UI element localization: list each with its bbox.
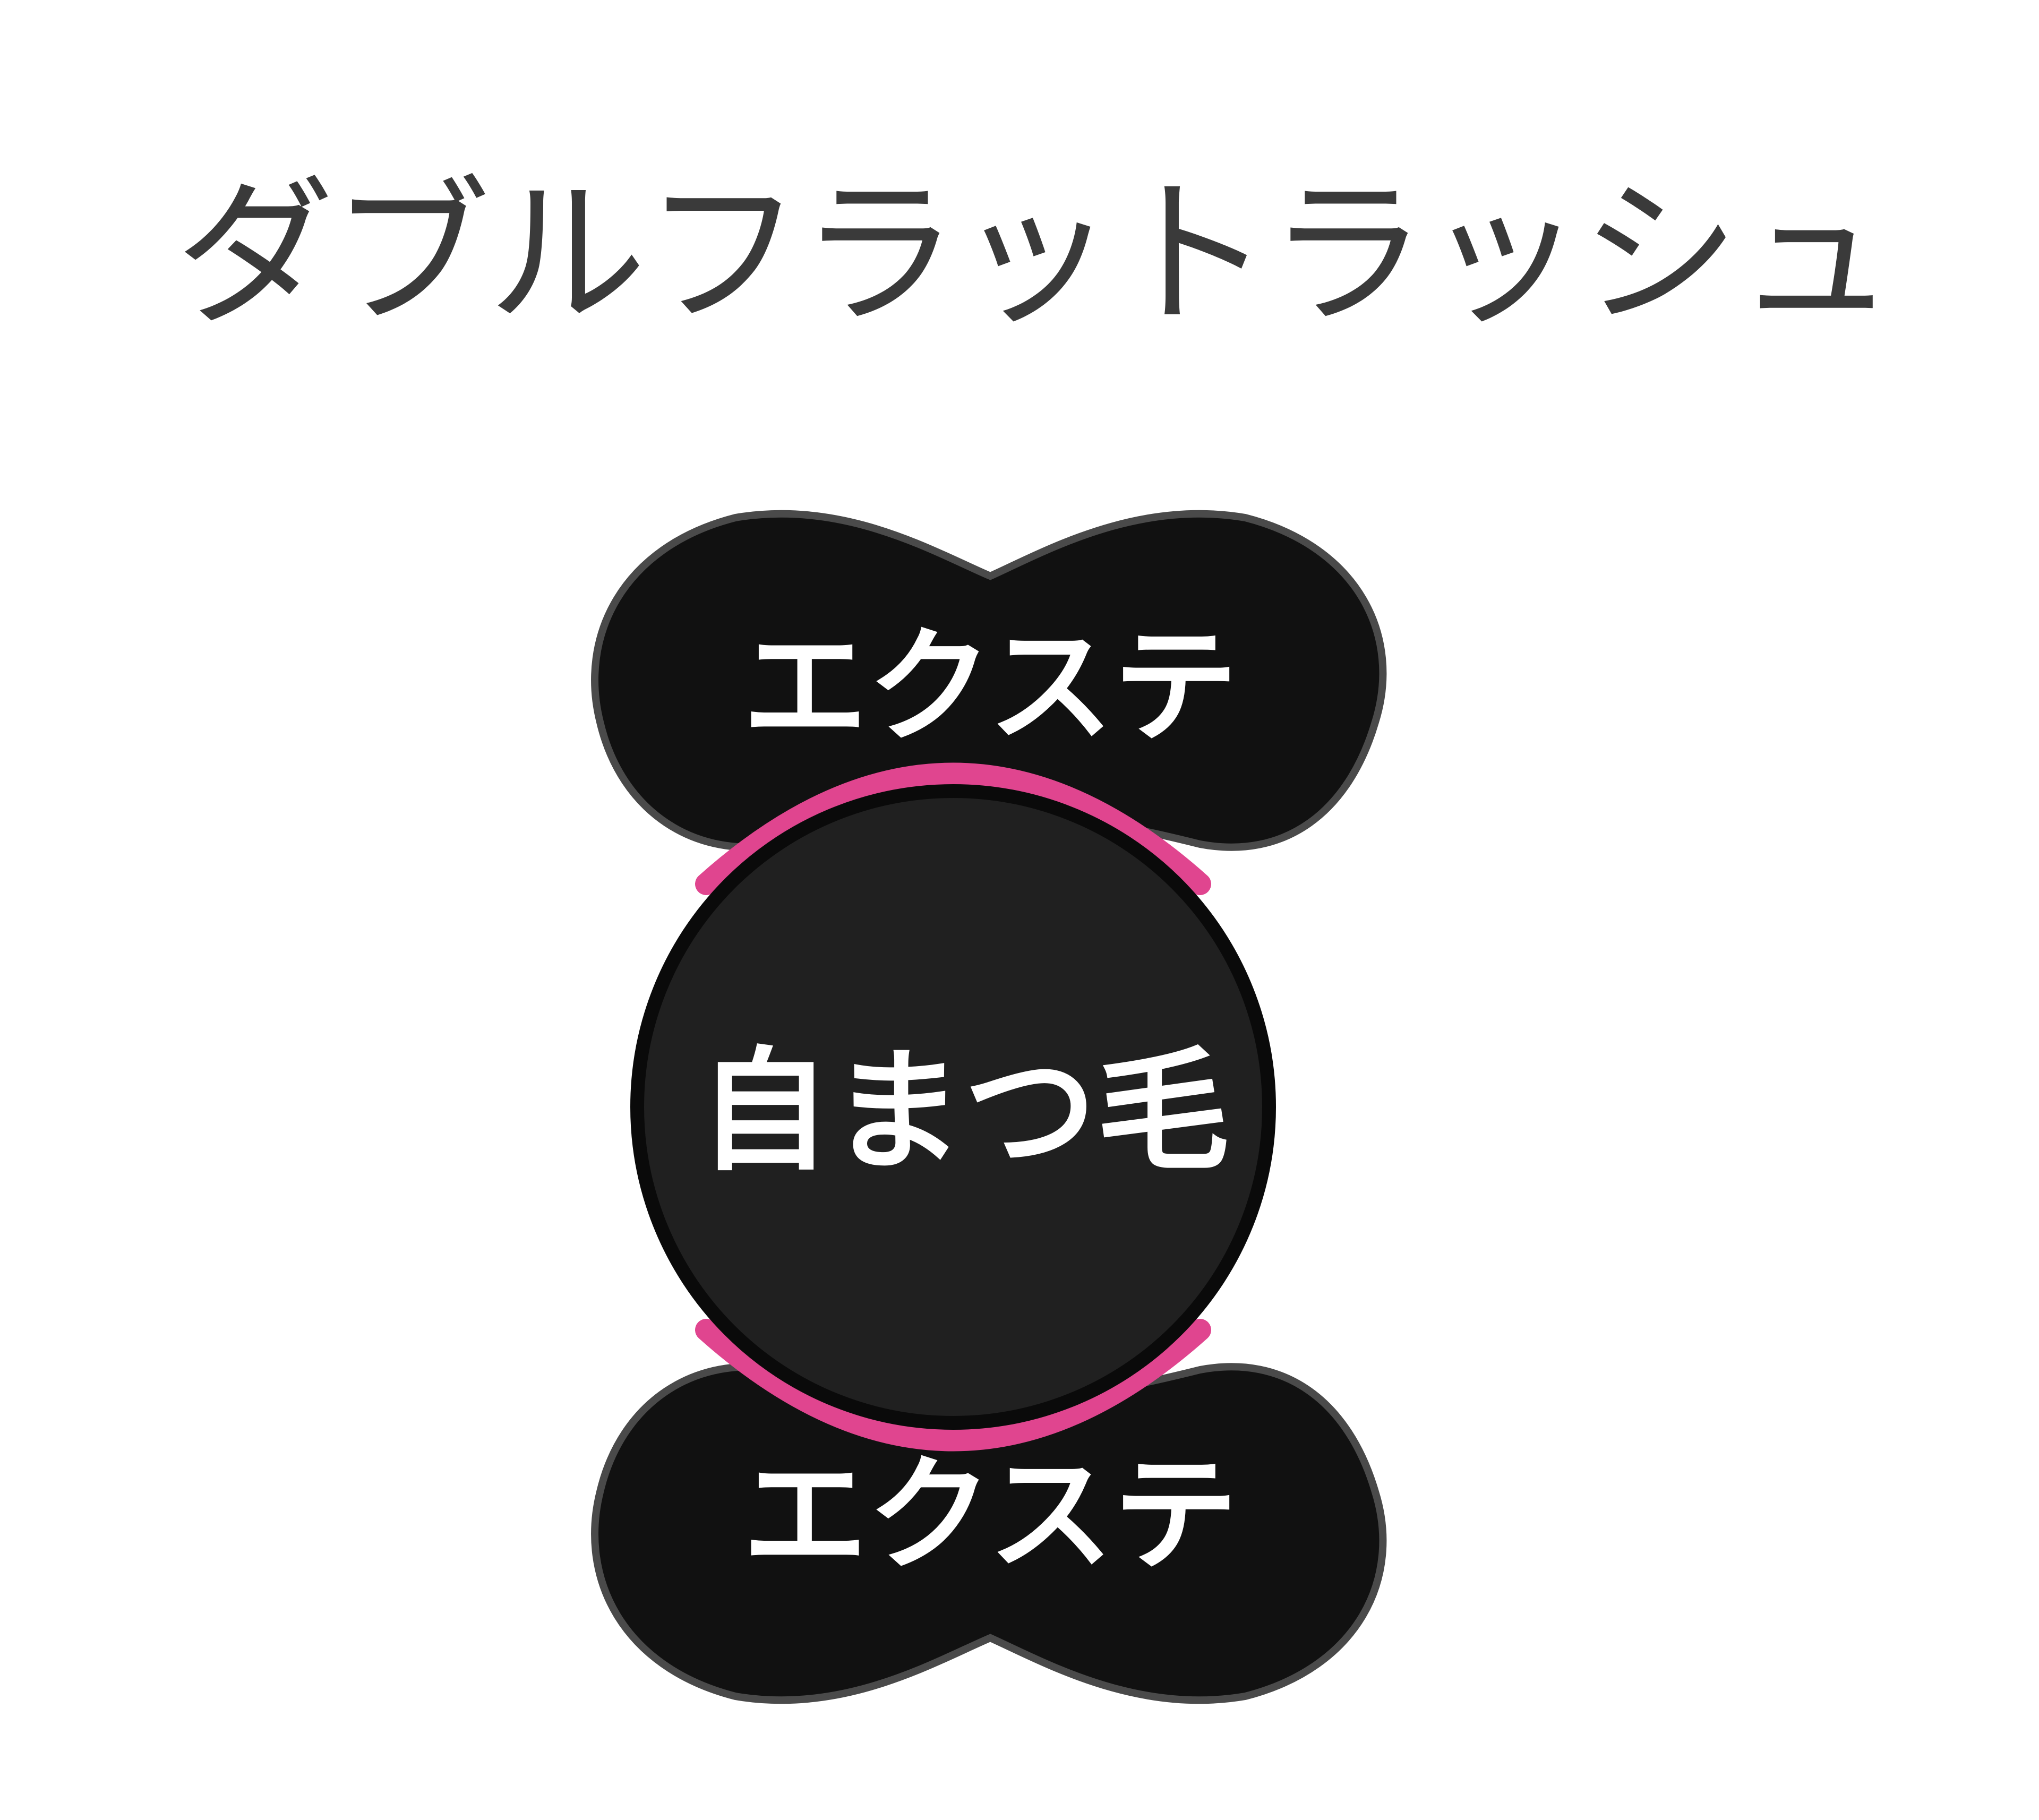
natural-lash-circle: [630, 784, 1276, 1430]
bottom-bond-band: [695, 1319, 1211, 1452]
top-extension-shape: [591, 510, 1387, 851]
top-bond-band: [695, 762, 1211, 895]
diagram-title: ダブルフラットラッシュ: [175, 162, 1896, 347]
bottom-extension-label: エクステ: [743, 1443, 1238, 1588]
top-extension-label: エクステ: [743, 615, 1238, 760]
natural-lash-label: 自まつ毛: [698, 1034, 1229, 1189]
